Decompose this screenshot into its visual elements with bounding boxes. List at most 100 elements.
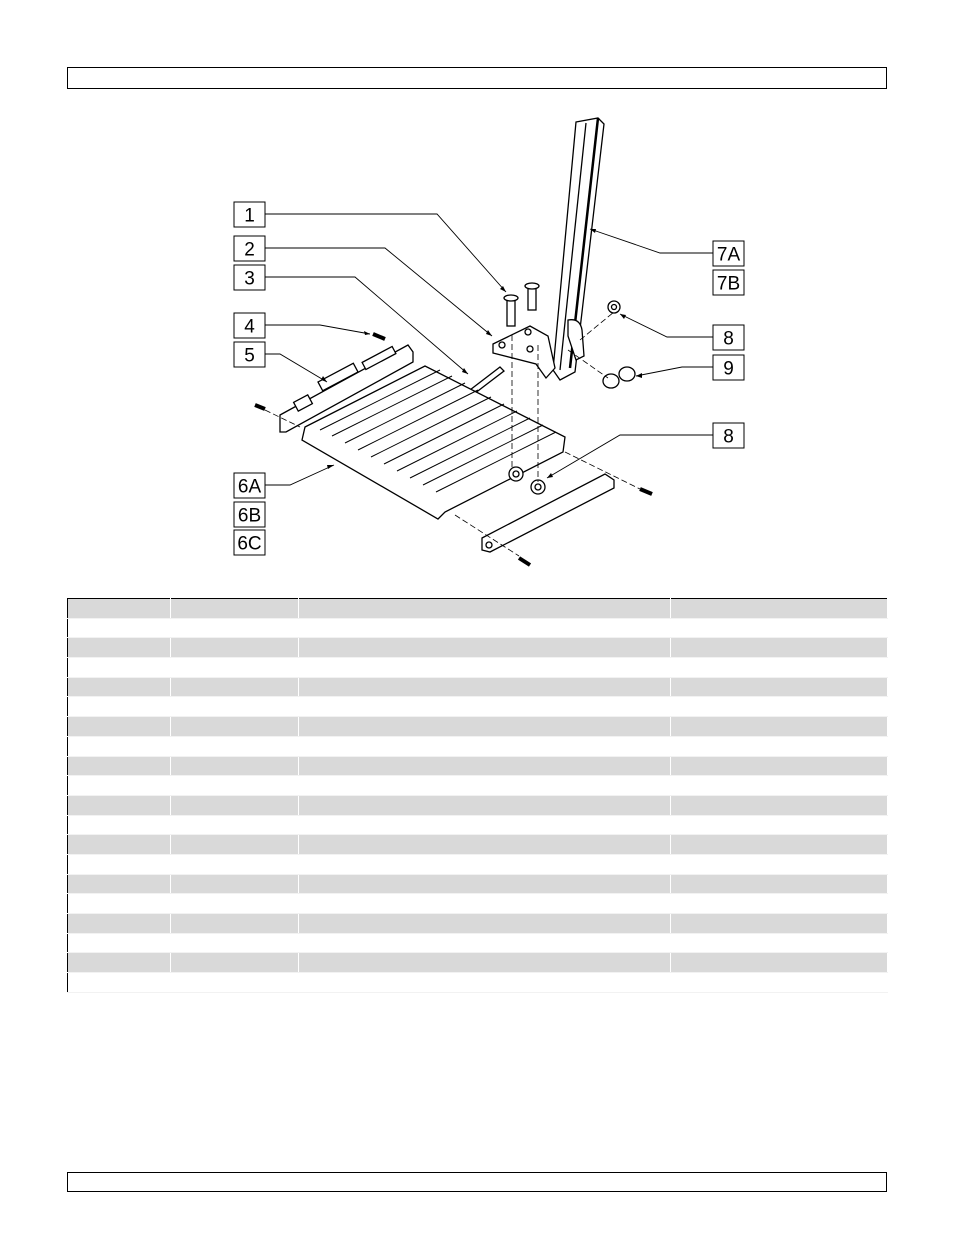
table-cell: [170, 972, 299, 993]
table-cell: [670, 893, 888, 914]
table-cell: [670, 874, 888, 895]
table-cell: [298, 657, 671, 678]
table-cell: [67, 795, 171, 816]
table-cell: [670, 775, 888, 796]
table-cell: [670, 952, 888, 974]
table-cell: [170, 775, 299, 796]
table-cell: [670, 716, 888, 737]
table-cell: [170, 795, 299, 816]
callout-7a: 7A: [712, 240, 745, 267]
page-header-bar: [67, 67, 887, 89]
callout-label: 7A: [717, 245, 741, 266]
callout-9: 9: [712, 354, 745, 381]
table-cell: [67, 854, 171, 875]
table-cell: [67, 952, 171, 974]
callout-label: 8: [723, 427, 734, 448]
table-cell: [170, 637, 299, 659]
table-cell: [170, 618, 299, 639]
table-cell: [170, 657, 299, 678]
table-cell: [298, 696, 671, 718]
table-cell: [170, 952, 299, 974]
table-cell: [298, 756, 671, 777]
callout-label: 4: [244, 317, 255, 338]
table-cell: [670, 815, 888, 836]
table-cell: [670, 618, 888, 639]
callout-label: 7B: [717, 274, 740, 295]
callout-8: 8: [712, 422, 745, 449]
callout-6b: 6B: [233, 501, 266, 528]
table-cell: [670, 736, 888, 757]
side-rail: [279, 344, 414, 433]
spacer: [618, 366, 636, 382]
callout-label: 1: [244, 206, 255, 227]
table-cell: [670, 637, 888, 659]
table-cell: [670, 913, 888, 934]
table-cell: [670, 756, 888, 777]
table-cell: [67, 775, 171, 796]
table-cell: [298, 952, 671, 974]
table-cell: [670, 598, 888, 619]
callout-label: 9: [723, 359, 734, 380]
table-cell: [67, 972, 171, 993]
table-cell: [67, 815, 171, 836]
table-cell: [670, 933, 888, 954]
table-cell: [170, 933, 299, 954]
table-cell: [298, 913, 671, 934]
table-cell: [67, 933, 171, 954]
table-cell: [170, 716, 299, 737]
table-cell: [298, 893, 671, 914]
table-cell: [67, 913, 171, 934]
table-cell: [67, 893, 171, 914]
callout-4: 4: [233, 312, 266, 339]
table-cell: [170, 874, 299, 895]
table-cell: [170, 834, 299, 855]
table-cell: [170, 913, 299, 934]
table-cell: [170, 815, 299, 836]
table-row: [67, 854, 888, 875]
table-cell: [170, 736, 299, 757]
callout-label: 3: [244, 269, 255, 290]
table-row: [67, 677, 888, 698]
table-cell: [298, 598, 671, 619]
table-cell: [670, 677, 888, 698]
table-row: [67, 736, 888, 757]
table-cell: [298, 637, 671, 659]
table-row: [67, 815, 888, 836]
table-cell: [670, 834, 888, 855]
callout-6c: 6C: [233, 529, 266, 556]
parts-list-table: [67, 598, 888, 993]
table-row: [67, 795, 888, 816]
table-cell: [670, 854, 888, 875]
table-cell: [67, 618, 171, 639]
callout-1: 1: [233, 201, 266, 228]
table-cell: [67, 736, 171, 757]
table-cell: [170, 598, 299, 619]
table-row: [67, 834, 888, 855]
table-cell: [298, 933, 671, 954]
callout-label: 5: [244, 346, 255, 367]
table-cell: [67, 657, 171, 678]
table-cell: [670, 696, 888, 718]
table-cell: [67, 598, 171, 619]
front-rail: [481, 473, 615, 553]
table-cell: [67, 874, 171, 895]
table-cell: [298, 874, 671, 895]
callout-label: 2: [244, 240, 255, 261]
table-cell: [67, 696, 171, 718]
callout-2: 2: [233, 235, 266, 262]
table-row: [67, 716, 888, 737]
table-cell: [170, 893, 299, 914]
table-cell: [670, 972, 888, 993]
table-cell: [67, 677, 171, 698]
callout-8: 8: [712, 324, 745, 351]
table-cell: [298, 736, 671, 757]
table-row: [67, 933, 888, 954]
table-cell: [298, 795, 671, 816]
table-row: [67, 756, 888, 777]
callout-label: 6C: [237, 534, 261, 555]
table-cell: [298, 815, 671, 836]
table-cell: [67, 756, 171, 777]
callout-5: 5: [233, 341, 266, 368]
table-cell: [298, 716, 671, 737]
table-row: [67, 913, 888, 934]
